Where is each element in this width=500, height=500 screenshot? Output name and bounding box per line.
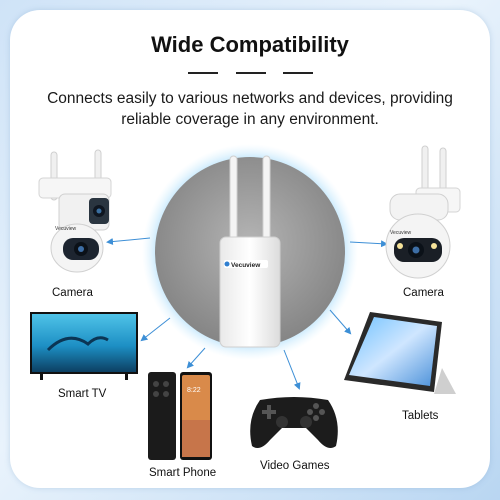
smartphone-icon: 8:22 xyxy=(148,372,212,460)
phone-clock: 8:22 xyxy=(187,387,201,394)
device-label-camera-right: Camera xyxy=(403,287,444,299)
outdoor-camera-icon: Vecuview xyxy=(38,149,112,273)
device-label-camera-left: Camera xyxy=(52,287,93,299)
title-divider xyxy=(0,72,500,74)
device-label-video-games: Video Games xyxy=(260,460,330,472)
ptz-camera-icon: Vecuview xyxy=(385,145,461,279)
page-subtitle: Connects easily to various networks and … xyxy=(47,90,453,128)
router-brand-label: Vecuview xyxy=(231,262,261,269)
gamepad-icon xyxy=(250,397,338,448)
router-hub: Vecuview xyxy=(142,144,358,360)
device-label-smart-tv: Smart TV xyxy=(58,388,107,400)
tablet-icon xyxy=(344,312,456,394)
page-title: Wide Compatibility xyxy=(151,32,349,57)
tv-icon xyxy=(30,312,138,380)
device-label-tablets: Tablets xyxy=(402,410,439,422)
device-label-smart-phone: Smart Phone xyxy=(149,467,217,479)
camera-brand-label: Vecuview xyxy=(390,230,412,236)
camera-brand-label: Vecuview xyxy=(55,226,77,232)
